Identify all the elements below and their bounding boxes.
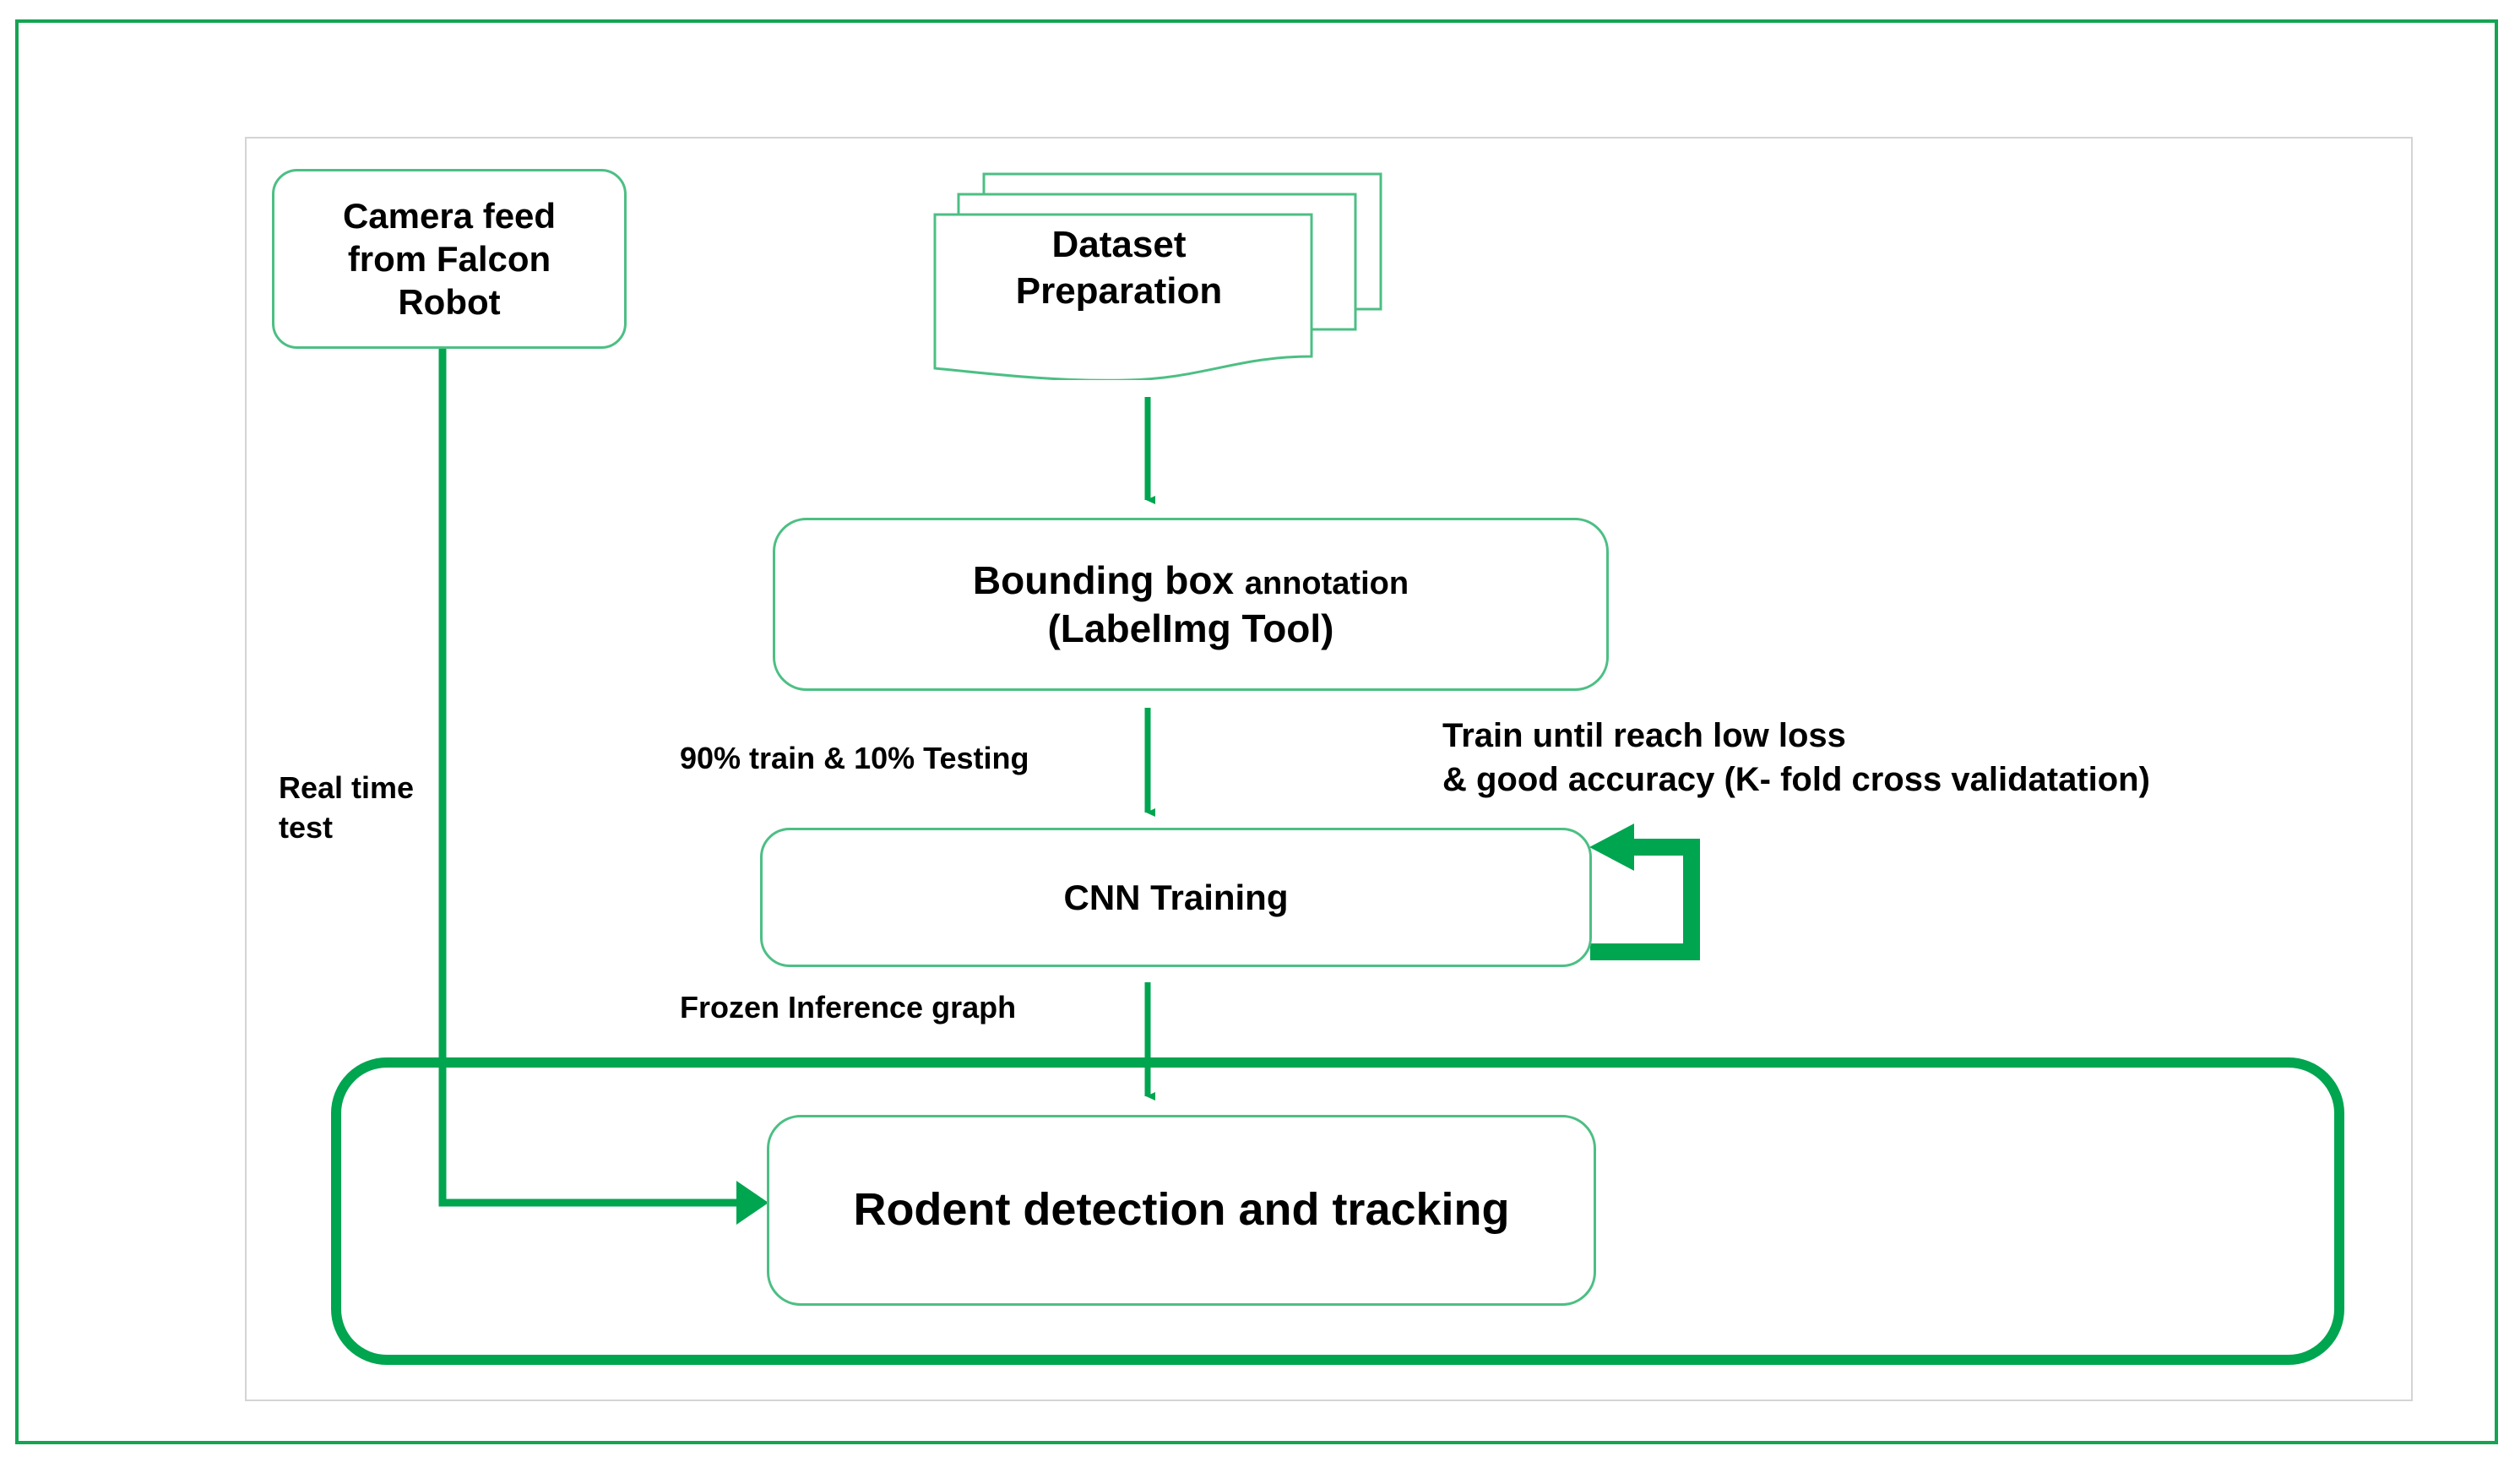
node-cnn-training[interactable]: CNN Training	[760, 828, 1592, 967]
node-dataset-preparation[interactable]: Dataset Preparation	[933, 169, 1389, 380]
edge-label-real-time-test: Real time test	[279, 770, 415, 845]
camera-feed-line-2: from Falcon	[347, 238, 551, 279]
outer-page-frame	[15, 19, 2498, 1444]
bounding-box-line-1: Bounding box annotation	[973, 557, 1409, 604]
node-rodent-detection-and-tracking[interactable]: Rodent detection and tracking	[767, 1115, 1596, 1306]
node-cnn-training-label: CNN Training	[1063, 877, 1289, 917]
node-camera-feed-label: Camera feed from Falcon Robot	[343, 194, 556, 324]
edge-label-frozen-inference-graph: Frozen Inference graph	[680, 990, 1017, 1025]
bounding-box-small: annotation	[1244, 566, 1409, 602]
edge-label-train-until-low-loss: Train until reach low loss & good accura…	[1442, 717, 2150, 798]
node-camera-feed[interactable]: Camera feed from Falcon Robot	[272, 169, 627, 349]
camera-feed-line-1: Camera feed	[342, 195, 557, 236]
bounding-box-strong: Bounding box	[972, 558, 1235, 603]
stacked-document-shape	[933, 172, 1382, 380]
bounding-box-line-2: (LabelImg Tool)	[1047, 606, 1334, 650]
node-rodent-label: Rodent detection and tracking	[853, 1184, 1510, 1236]
edge-label-train-test-split: 90% train & 10% Testing	[680, 741, 1029, 775]
node-dataset-preparation-label: Dataset Preparation	[933, 221, 1305, 314]
dataset-line-2: Preparation	[1015, 270, 1223, 312]
camera-feed-line-3: Robot	[398, 282, 501, 323]
dataset-line-1: Dataset	[1051, 224, 1187, 265]
node-bounding-box-label: Bounding box annotation (LabelImg Tool)	[973, 557, 1409, 651]
node-bounding-box-annotation[interactable]: Bounding box annotation (LabelImg Tool)	[773, 518, 1609, 691]
